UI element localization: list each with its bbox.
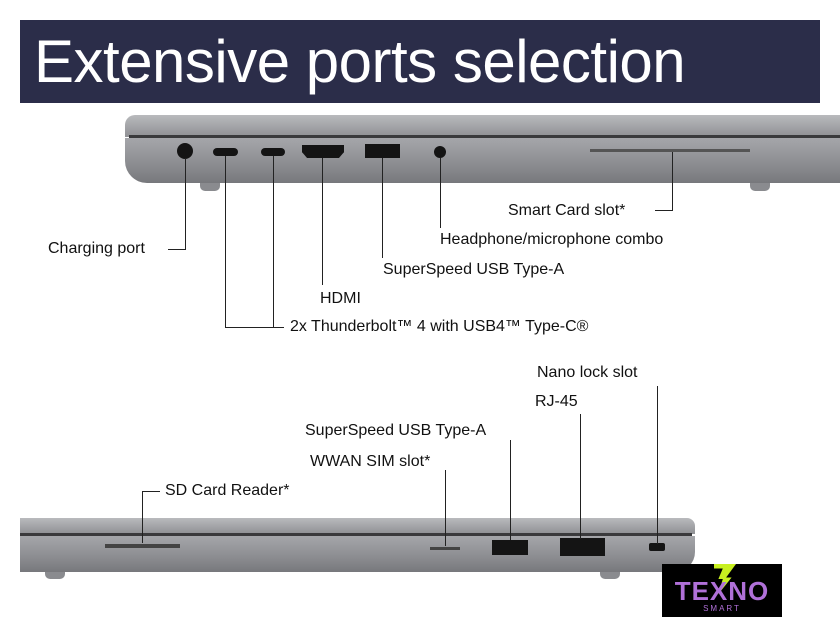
usb-a-port-icon bbox=[365, 144, 400, 158]
logo-subtext: SMART bbox=[703, 604, 741, 613]
title-banner bbox=[20, 20, 820, 103]
smart-card-slot-icon bbox=[590, 149, 750, 152]
hdmi-port-icon bbox=[302, 145, 344, 158]
label-sd-card: SD Card Reader* bbox=[165, 482, 290, 499]
label-rj45: RJ-45 bbox=[535, 393, 578, 410]
label-wwan: WWAN SIM slot* bbox=[310, 453, 431, 470]
label-charging-port: Charging port bbox=[48, 240, 145, 257]
foot bbox=[45, 572, 65, 579]
label-smart-card: Smart Card slot* bbox=[508, 202, 626, 219]
nano-lock-slot-icon bbox=[649, 543, 665, 551]
logo-text: TEXNO bbox=[674, 576, 770, 606]
label-thunderbolt: 2x Thunderbolt™ 4 with USB4™ Type-C® bbox=[290, 318, 589, 335]
texno-smart-logo: TEXNO SMART bbox=[662, 564, 782, 617]
foot bbox=[200, 183, 220, 191]
usb-c-port-icon bbox=[213, 148, 238, 156]
foot bbox=[750, 183, 770, 191]
label-usb-a-right: SuperSpeed USB Type-A bbox=[305, 422, 487, 439]
page-title: Extensive ports selection bbox=[34, 28, 686, 95]
label-usb-a: SuperSpeed USB Type-A bbox=[383, 261, 565, 278]
sim-slot-icon bbox=[430, 547, 460, 550]
charging-port-icon bbox=[177, 143, 193, 159]
sd-slot-icon bbox=[105, 544, 180, 548]
label-nano-lock: Nano lock slot bbox=[537, 364, 638, 381]
label-headphone: Headphone/microphone combo bbox=[440, 231, 664, 248]
label-hdmi: HDMI bbox=[320, 290, 361, 307]
audio-jack-icon bbox=[434, 146, 446, 158]
laptop-left-side bbox=[125, 115, 840, 185]
usb-c-port-icon bbox=[261, 148, 285, 156]
usb-a-port-icon bbox=[492, 540, 528, 555]
rj45-port-icon bbox=[560, 538, 605, 556]
foot bbox=[600, 572, 620, 579]
